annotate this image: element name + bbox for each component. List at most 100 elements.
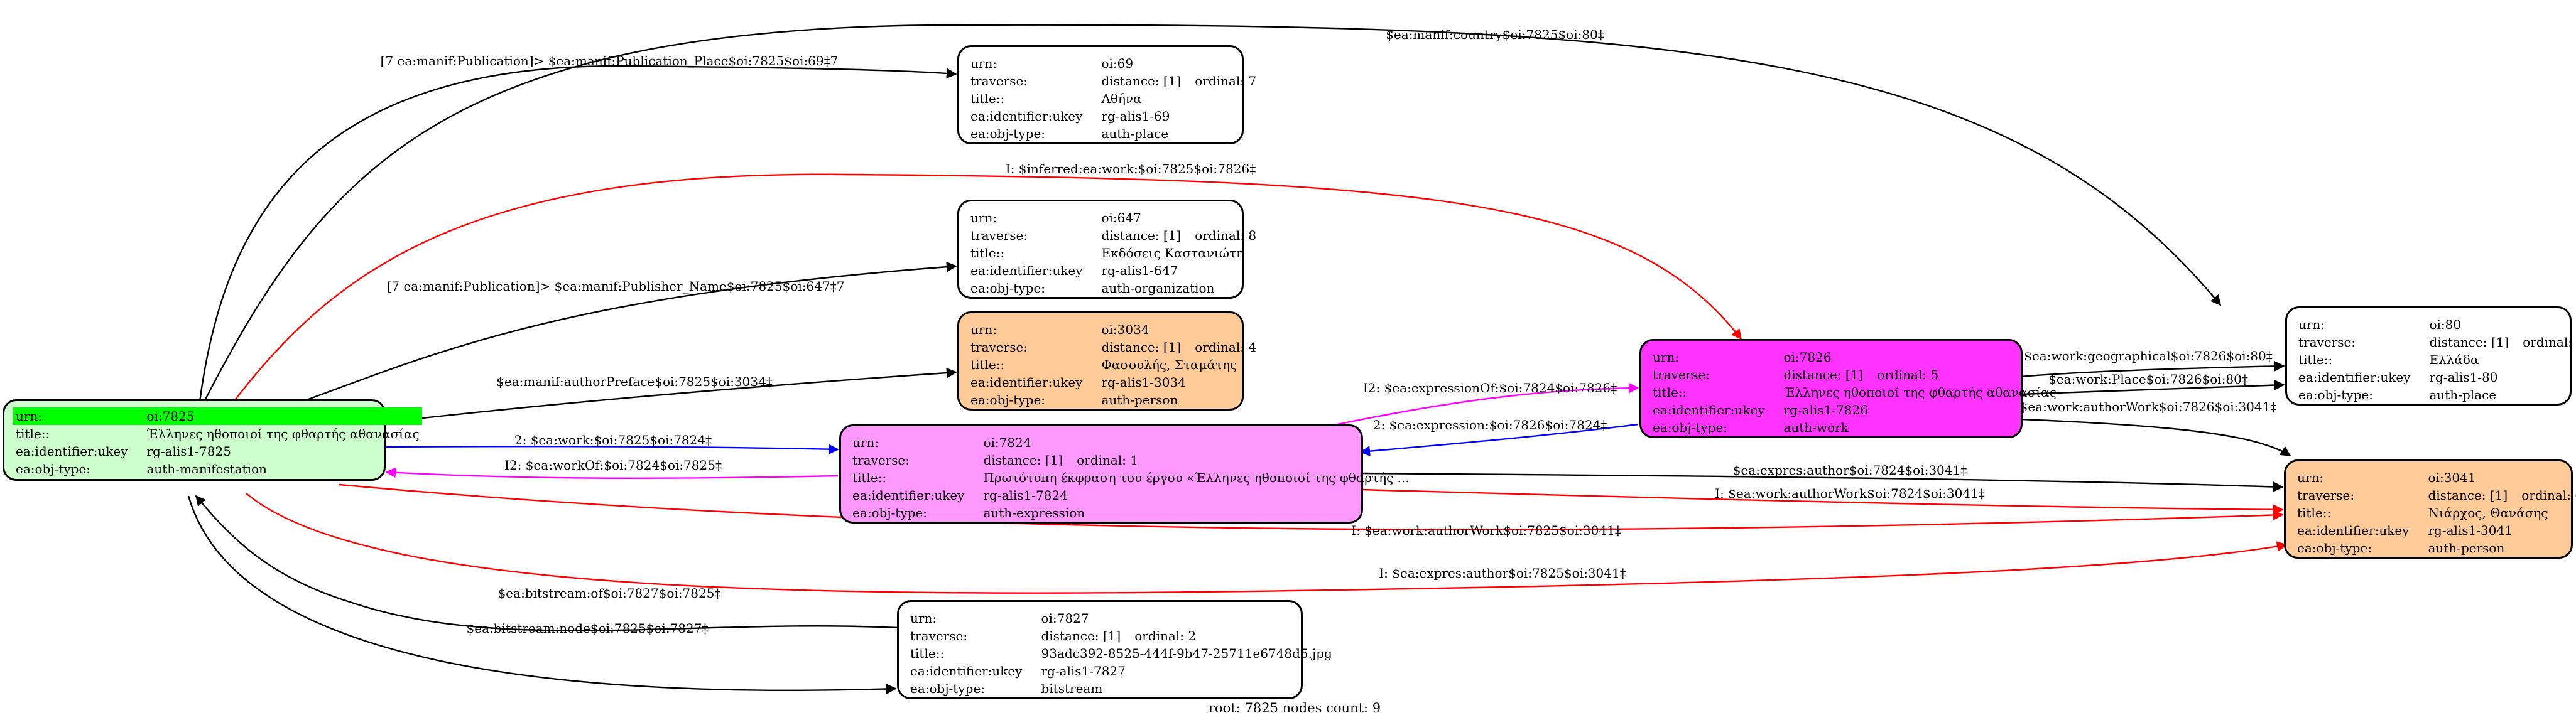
edge-bitstreamnode	[187, 495, 897, 694]
edge-bitstreamof	[195, 495, 899, 631]
field-label-objtype: ea:obj-type:	[2297, 540, 2372, 556]
edge-label-work: 2: $ea:work:$oi:7825$oi:7824‡	[514, 433, 712, 448]
field-label-title: title::	[970, 245, 1005, 261]
field-value-ukey: rg-alis1-3034	[1101, 375, 1186, 390]
field-value-ordinal: ordinal: 5	[1877, 367, 1939, 382]
node-oi-69[interactable]: urn:oi:69 traverse:distance: [1]ordinal:…	[957, 45, 1256, 144]
field-value-distance: distance: [1]	[2429, 335, 2509, 350]
edge-label-publisher: [7 ea:manif:Publication]> $ea:manif:Publ…	[386, 279, 845, 294]
field-value-ukey: rg-alis1-647	[1101, 263, 1178, 278]
edge-label-exprof: I2: $ea:expressionOf:$oi:7824$oi:7826‡	[1362, 380, 1617, 395]
edge-label-expresauthor: $ea:expres:author$oi:7824$oi:3041‡	[1732, 463, 1967, 478]
field-value-objtype: auth-person	[1101, 392, 1178, 407]
field-value-ordinal: ordinal: 7	[1195, 73, 1257, 89]
field-label-objtype: ea:obj-type:	[910, 681, 986, 696]
node-oi-80[interactable]: urn:oi:80 traverse:distance: [1]ordinal:…	[2285, 306, 2576, 406]
field-value-title: Νιάρχος, Θανάσης	[2428, 505, 2548, 520]
field-label-ukey: ea:identifier:ukey	[970, 109, 1083, 124]
field-label-title: title::	[2297, 505, 2332, 520]
edge-expresauthor	[1361, 472, 2284, 492]
field-value-urn: oi:7827	[1041, 611, 1089, 626]
field-label-objtype: ea:obj-type:	[852, 505, 928, 520]
field-value-traverse: distance: [1] ordinal: 4	[1099, 338, 1259, 356]
field-label-traverse: traverse:	[1653, 367, 1710, 382]
field-value-urn: oi:7825	[144, 407, 422, 425]
field-value-distance: distance: [1]	[1041, 628, 1121, 643]
node-oi-3034[interactable]: urn:oi:3034 traverse:distance: [1]ordina…	[957, 311, 1256, 411]
field-label-urn: urn:	[910, 611, 937, 626]
field-value-title: Φασουλής, Σταμάτης	[1101, 357, 1237, 372]
field-value-ordinal: ordinal: 3	[2523, 335, 2576, 350]
field-label-urn: urn:	[2297, 470, 2324, 485]
edge-preface	[383, 367, 957, 424]
field-value-distance: distance: [1]	[1101, 340, 1182, 355]
field-value-ukey: rg-alis1-7827	[1041, 664, 1126, 679]
field-value-ordinal: ordinal: 4	[1195, 340, 1257, 355]
field-value-objtype: auth-work	[1783, 420, 1849, 435]
field-value-objtype: auth-place	[2429, 387, 2497, 402]
edge-label-iauthorwork7824: I: $ea:work:authorWork$oi:7824$oi:3041‡	[1715, 486, 1985, 501]
field-value-title: Αθήνα	[1101, 91, 1142, 106]
field-value-ukey: rg-alis1-3041	[2428, 523, 2513, 538]
field-label-urn: urn:	[970, 322, 997, 337]
field-value-ukey: rg-alis1-7824	[983, 488, 1068, 503]
field-label-urn: urn:	[970, 56, 997, 71]
edge-geo	[2021, 360, 2285, 378]
field-label-objtype: ea:obj-type:	[1653, 420, 1728, 435]
node-oi-3041[interactable]: urn:oi:3041 traverse:distance: [1]ordina…	[2284, 459, 2576, 559]
edge-label-iauthorwork7825: I: $ea:work:authorWork$oi:7825$oi:3041‡	[1351, 523, 1621, 538]
field-label-ukey: ea:identifier:ukey	[2298, 370, 2411, 385]
field-label-ukey: ea:identifier:ukey	[910, 664, 1023, 679]
graph-footer: root: 7825 nodes count: 9	[1209, 701, 1381, 716]
node-oi-7825[interactable]: urn:oi:7825 title::Έλληνες ηθοποιοί της …	[3, 399, 422, 481]
field-label-title: title::	[852, 470, 887, 485]
field-label-traverse: traverse:	[2298, 335, 2356, 350]
field-value-objtype: bitstream	[1041, 681, 1103, 696]
field-value-title: Έλληνες ηθοποιοί της φθαρτής αθανασίας	[146, 426, 420, 441]
field-label-ukey: ea:identifier:ukey	[852, 488, 965, 503]
edge-label-geo: $ea:work:geographical$oi:7826$oi:80‡	[2024, 348, 2273, 363]
edge-label-iexpresauthor: I: $ea:expres:author$oi:7825$oi:3041‡	[1379, 566, 1626, 581]
field-value-objtype: auth-person	[2428, 540, 2505, 556]
node-oi-7827[interactable]: urn: oi:7827 traverse: distance: [1]ordina…	[897, 600, 1332, 699]
field-label-traverse: traverse:	[970, 228, 1028, 243]
field-label-ukey: ea:identifier:ukey	[970, 263, 1083, 278]
field-value-objtype: auth-place	[1101, 126, 1169, 141]
field-value-urn: oi:7826	[1783, 350, 1832, 365]
field-label-ukey: ea:identifier:ukey	[1653, 402, 1765, 417]
edge-label-bitstreamnode: $ea:bitstream:node$oi:7825$oi:7827‡	[466, 621, 709, 636]
field-value-urn: oi:647	[1101, 210, 1141, 225]
edge-inferred	[233, 173, 1742, 402]
node-oi-7824[interactable]: urn:oi:7824 traverse:distance: [1]ordina…	[839, 424, 1410, 524]
edge-label-preface: $ea:manif:authorPreface$oi:7825$oi:3034‡	[496, 374, 773, 389]
field-label-traverse: traverse:	[852, 453, 910, 468]
field-value-urn: oi:80	[2429, 317, 2462, 332]
edge-publisher	[301, 261, 957, 403]
field-value-urn: oi:7824	[983, 435, 1031, 450]
field-label-traverse: traverse:	[910, 628, 968, 643]
field-value-traverse: distance: [1]ordinal: 1	[981, 451, 1411, 469]
field-value-objtype: auth-expression	[983, 505, 1085, 520]
field-value-title: Εκδόσεις Καστανιώτη	[1101, 245, 1244, 261]
field-value-objtype: auth-manifestation	[146, 461, 267, 476]
edge-label-country: $ea:manif:country$oi:7825$oi:80‡	[1386, 27, 1604, 42]
field-value-traverse: distance: [1]ordinal: 5	[1781, 366, 2058, 384]
field-value-ordinal: ordinal: 6	[2521, 488, 2576, 503]
field-value-objtype: auth-organization	[1101, 281, 1215, 296]
node-oi-7826[interactable]: urn:oi:7826 traverse:distance: [1]ordina…	[1639, 339, 2057, 438]
edge-workof	[385, 467, 839, 480]
edge-country	[203, 24, 2222, 402]
field-label-objtype: ea:obj-type:	[970, 281, 1046, 296]
field-value-traverse: distance: [1]ordinal: 8	[1099, 227, 1259, 244]
edge-label-expression: 2: $ea:expression:$oi:7826$oi:7824‡	[1372, 417, 1607, 433]
edge-exprof	[1325, 382, 1639, 428]
node-oi-647[interactable]: urn:oi:647 traverse:distance: [1]ordinal…	[957, 200, 1256, 299]
field-label-title: title::	[2298, 352, 2333, 367]
edge-label-inferred: I: $inferred:ea:work:$oi:7825$oi:7826‡	[1005, 161, 1256, 176]
field-label-title: title::	[910, 646, 945, 661]
edge-expression	[1359, 423, 1639, 457]
field-value-traverse: distance: [1]ordinal: 2	[1038, 627, 1334, 645]
field-value-distance: distance: [1]	[1101, 73, 1182, 89]
field-value-distance: distance: [1]	[2428, 488, 2508, 503]
